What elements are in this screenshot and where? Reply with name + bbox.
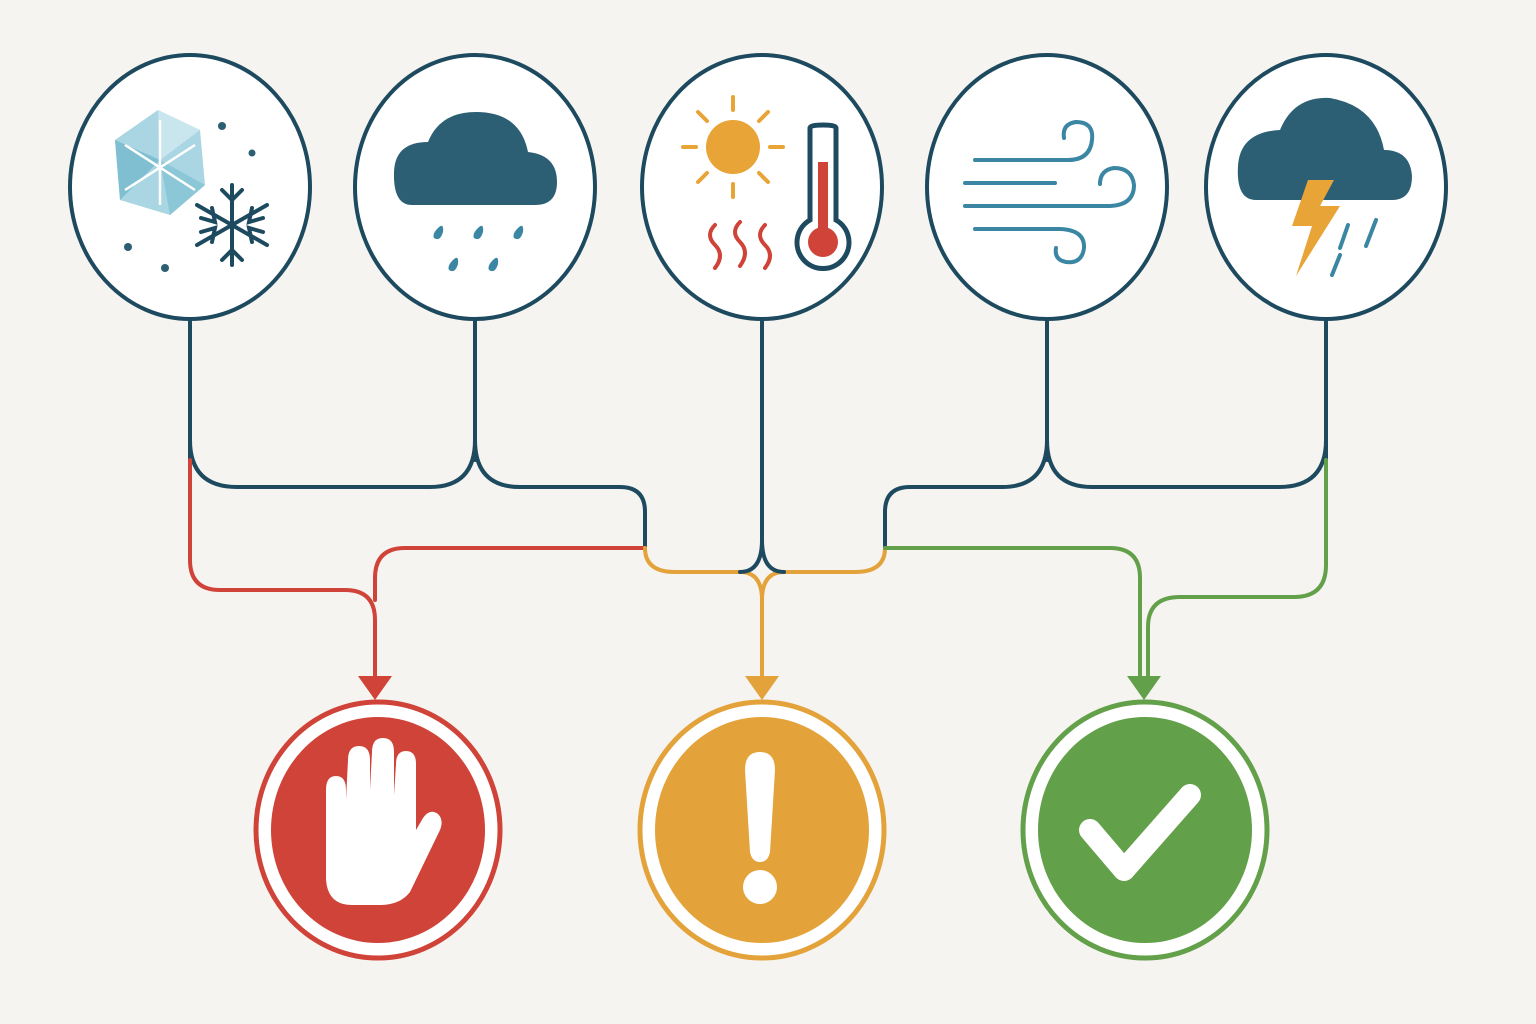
snow-ice-icon	[115, 110, 269, 272]
arrowhead-go	[1127, 676, 1161, 700]
connector-lines	[188, 316, 1328, 677]
wind-circle	[925, 53, 1169, 321]
heat-circle	[640, 53, 884, 321]
connector-left-merge	[188, 438, 647, 550]
connector-green-cross	[883, 546, 1142, 677]
connector-red-cross	[373, 546, 647, 602]
thunderstorm-icon	[1237, 97, 1412, 277]
sun-heat-thermometer-icon	[681, 95, 852, 271]
connector-to-caution	[643, 546, 764, 677]
checkmark-icon	[1079, 784, 1201, 881]
stop-hand-icon	[326, 738, 442, 905]
wind-icon	[963, 119, 1137, 265]
connector-to-stop	[188, 458, 377, 677]
go-outcome	[1020, 699, 1270, 961]
rain-cloud-icon	[393, 112, 557, 272]
connector-right-merge	[883, 438, 1328, 550]
connector-to-go	[1146, 458, 1328, 677]
exclamation-icon	[743, 752, 777, 904]
caution-outcome	[637, 699, 887, 961]
stop-outcome	[253, 699, 503, 961]
connector-heat-split	[738, 538, 786, 574]
connector-to-caution-right	[760, 546, 887, 602]
input-circles	[68, 53, 1448, 321]
arrowhead-stop	[358, 676, 392, 700]
arrowhead-caution	[745, 676, 779, 700]
